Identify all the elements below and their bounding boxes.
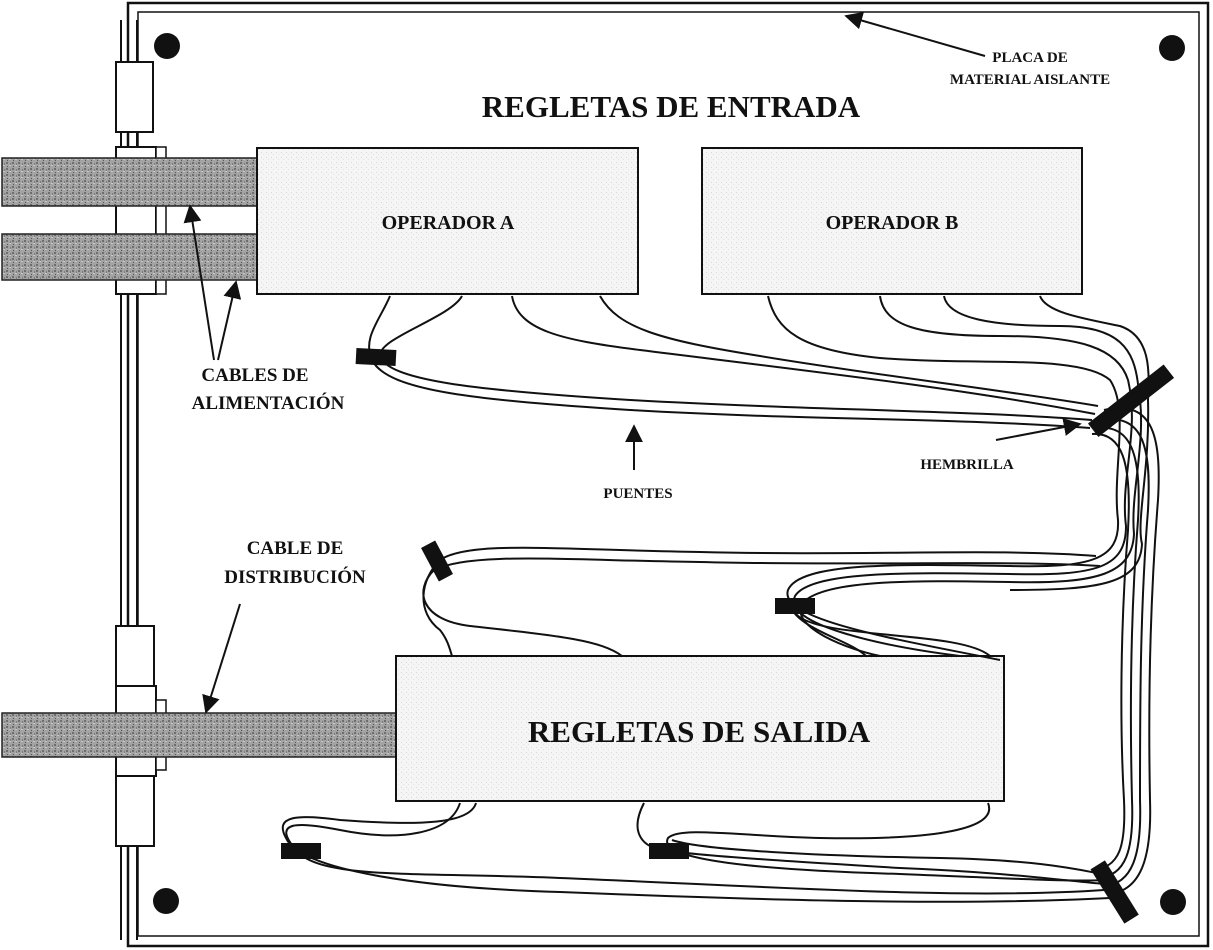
power-cables [1,157,259,281]
power-cables-arrow [183,204,215,361]
operator-a-box [256,147,639,295]
board-note-arrow [844,11,986,57]
board-note-line2: MATERIAL AISLANTE [950,72,1110,88]
operator-a-label: OPERADOR A [382,212,515,234]
board-note-line1: PLACA DE [992,50,1067,66]
operator-b-label: OPERADOR B [826,212,959,234]
eyelet-clamp [355,347,397,367]
distribution-cable-label-line2: DISTRIBUCIÓN [224,566,366,588]
insulating-board [126,1,1210,948]
eyelet-clamp [281,843,321,859]
power-cable [1,157,259,207]
mounting-hole [154,33,180,59]
input-strips-title: REGLETAS DE ENTRADA [482,89,861,124]
mounting-hole [153,888,179,914]
power-cables-label-line1: CABLES DE [201,365,308,386]
jumper-wires [281,295,1160,903]
distribution-cable-arrow [202,603,241,714]
eyelet-clamp [649,843,689,859]
operator-b-box [701,147,1083,295]
eyelet-clamp [1090,860,1139,924]
output-strips-title: REGLETAS DE SALIDA [528,714,871,749]
eyelets [281,347,1175,924]
jumpers-label: PUENTES [603,486,672,502]
callout-arrows [183,11,1082,714]
eyelet-label: HEMBRILLA [920,457,1014,473]
power-cables-arrow [217,280,242,361]
mounting-hole [1160,889,1186,915]
eyelet-clamp [775,598,815,614]
distribution-cable [1,712,399,758]
mounting-holes [153,33,1186,915]
eyelet-clamp [421,540,453,582]
eyelet-arrow [995,418,1082,441]
mounting-hole [1159,35,1185,61]
eyelet-clamp [1087,364,1175,437]
distribution-cable-label-line1: CABLE DE [247,538,344,559]
power-cables-label-line2: ALIMENTACIÓN [192,392,345,414]
power-cable [1,233,259,281]
output-strips-box [395,655,1005,802]
